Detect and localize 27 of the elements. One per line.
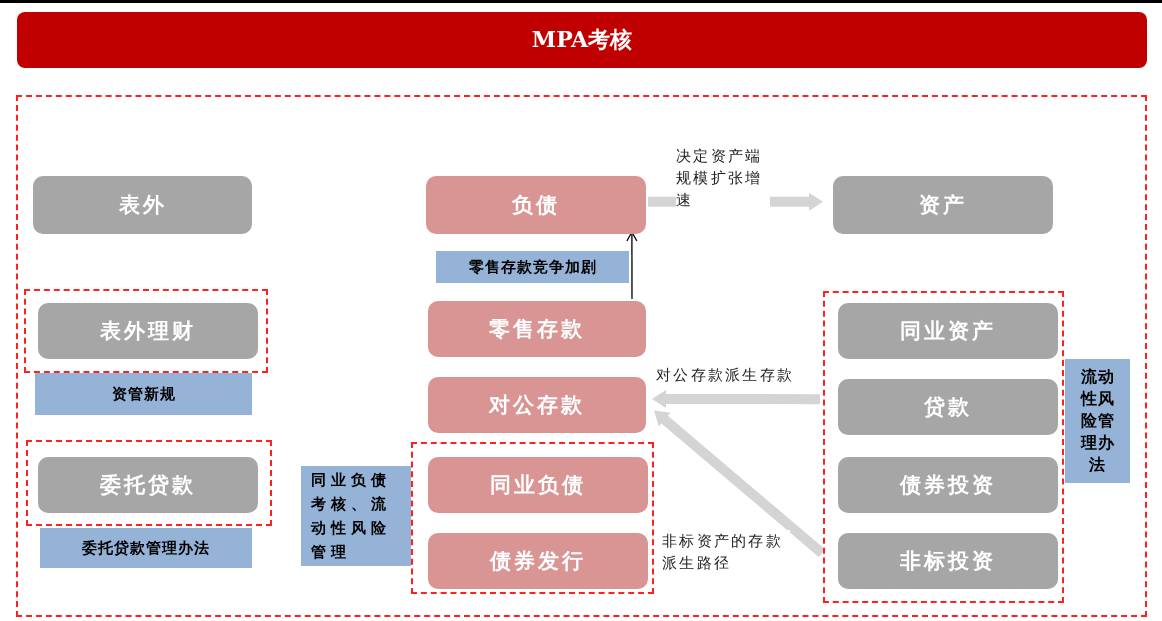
process-box: 债券投资 bbox=[838, 457, 1058, 513]
process-box: 负债 bbox=[426, 176, 646, 234]
process-box: 同业负债 bbox=[428, 457, 648, 513]
dashed-frame bbox=[16, 95, 1147, 617]
process-box: 零售存款 bbox=[428, 301, 646, 357]
note-box: 委托贷款管理办法 bbox=[40, 528, 252, 568]
dashed-frame bbox=[823, 291, 1064, 603]
process-box: 同业资产 bbox=[838, 303, 1058, 359]
dashed-frame bbox=[24, 289, 268, 373]
process-box: 表外理财 bbox=[38, 303, 258, 359]
note-box: 同业负债考核、流动性风险管理 bbox=[301, 466, 411, 566]
process-box: 表外 bbox=[33, 176, 252, 234]
dashed-frame bbox=[26, 440, 272, 526]
note-box: 零售存款竞争加剧 bbox=[436, 251, 629, 283]
process-box: 贷款 bbox=[838, 379, 1058, 435]
process-box: 委托贷款 bbox=[38, 457, 258, 513]
arrow bbox=[652, 390, 820, 409]
title-banner: MPA考核 bbox=[17, 12, 1147, 68]
note-box: 流动性风险管理办法 bbox=[1065, 359, 1130, 483]
process-box: 非标投资 bbox=[838, 533, 1058, 589]
process-box: 对公存款 bbox=[428, 377, 646, 433]
note-box: 资管新规 bbox=[35, 373, 252, 415]
arrow bbox=[626, 231, 638, 300]
process-box: 资产 bbox=[833, 176, 1053, 234]
arrow bbox=[654, 410, 826, 557]
dashed-frame bbox=[411, 442, 654, 594]
process-box: 债券发行 bbox=[428, 533, 648, 589]
